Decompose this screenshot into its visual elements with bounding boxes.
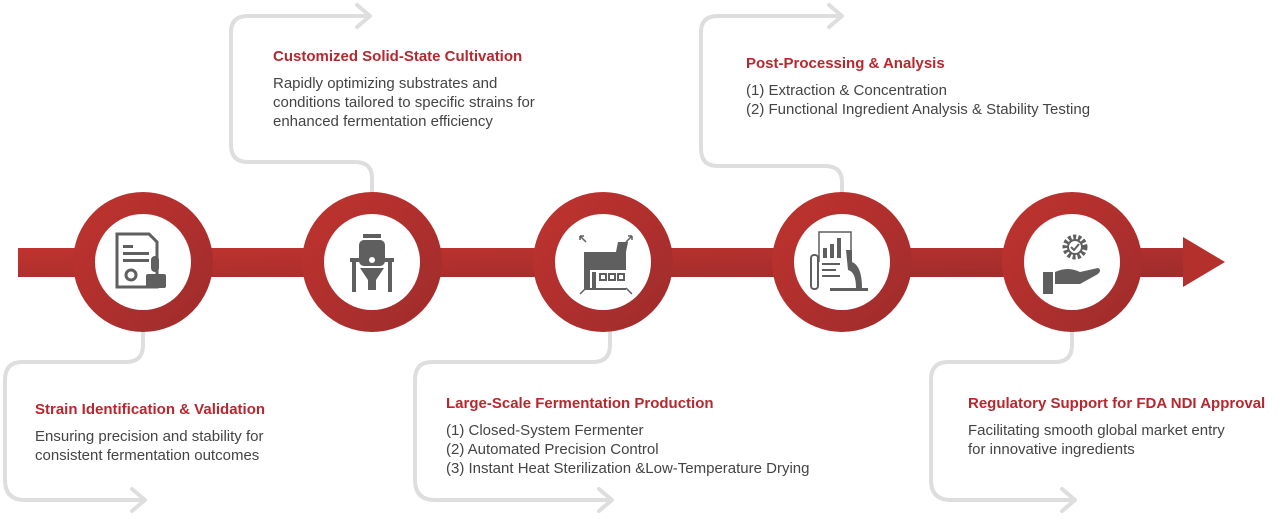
- connector-step-3: [413, 328, 614, 513]
- step-description-line: for innovative ingredients: [968, 441, 1135, 458]
- step-4-text: Post-Processing & Analysis (1) Extractio…: [746, 55, 1090, 119]
- fermenter-tank-icon: [350, 234, 394, 292]
- step-description-line: (1) Extraction & Concentration: [746, 82, 947, 99]
- connector-step-4: [699, 3, 844, 195]
- step-description-line: enhanced fermentation efficiency: [273, 113, 493, 130]
- step-description-line: (2) Functional Ingredient Analysis & Sta…: [746, 101, 1091, 118]
- document-stamp-icon: [115, 232, 166, 289]
- step-description-line: Ensuring precision and stability for: [35, 428, 264, 445]
- lab-analysis-icon: [810, 231, 868, 291]
- step-3-text: Large-Scale Fermentation Production (1) …: [446, 395, 810, 478]
- step-description-line: conditions tailored to specific strains …: [273, 94, 535, 111]
- step-description-line: Facilitating smooth global market entry: [968, 422, 1225, 439]
- step-description-line: (3) Instant Heat Sterilization &Low-Temp…: [446, 460, 810, 477]
- step-1-text: Strain Identification & Validation Ensur…: [35, 401, 265, 465]
- step-title: Regulatory Support for FDA NDI Approval: [968, 395, 1266, 412]
- step-title: Strain Identification & Validation: [35, 401, 266, 418]
- step-description-line: consistent fermentation outcomes: [35, 447, 260, 464]
- circle-step-5: [1002, 192, 1142, 332]
- connector-step-1: [3, 328, 147, 513]
- step-title: Large-Scale Fermentation Production: [446, 395, 714, 412]
- step-description-line: (2) Automated Precision Control: [446, 441, 659, 458]
- step-title: Post-Processing & Analysis: [746, 55, 945, 72]
- hand-gear-check-icon: [1043, 234, 1100, 294]
- step-5-text: Regulatory Support for FDA NDI Approval …: [968, 395, 1265, 459]
- connector-lines: [3, 3, 1077, 513]
- circle-step-4: [772, 192, 912, 332]
- connector-step-2: [229, 3, 374, 195]
- factory-icon: [579, 235, 633, 295]
- step-2-text: Customized Solid-State Cultivation Rapid…: [273, 48, 535, 131]
- step-title: Customized Solid-State Cultivation: [273, 48, 523, 65]
- connector-step-5: [929, 328, 1077, 513]
- step-description-line: Rapidly optimizing substrates and: [273, 75, 498, 92]
- step-description-line: (1) Closed-System Fermenter: [446, 422, 644, 439]
